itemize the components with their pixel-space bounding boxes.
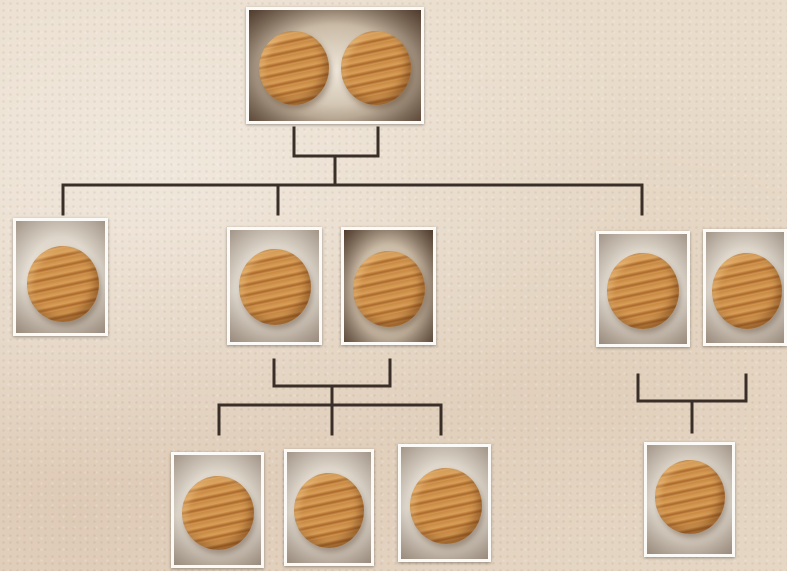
member-photo-gen2-4 xyxy=(596,231,690,347)
cookie-icon xyxy=(655,460,725,534)
cookie-icon xyxy=(182,476,254,550)
member-photo-gen3-1 xyxy=(171,452,264,568)
member-photo-gen3-3 xyxy=(398,444,491,562)
cookie-icon xyxy=(259,31,329,105)
connector-root-couple xyxy=(294,128,378,156)
connector-middle-couple xyxy=(274,360,390,386)
connector-right-couple xyxy=(638,375,746,401)
cookie-icon xyxy=(239,249,311,325)
member-photo-gen2-2 xyxy=(227,227,322,345)
cookie-icon xyxy=(27,246,99,322)
cookie-icon xyxy=(341,31,411,105)
member-photo-gen2-3 xyxy=(341,227,436,345)
member-photo-gen3-4 xyxy=(644,442,735,557)
cookie-icon xyxy=(607,253,679,329)
member-photo-gen3-2 xyxy=(284,449,374,566)
cookie-icon xyxy=(294,473,364,548)
cookie-icon xyxy=(353,251,425,327)
member-photo-gen2-1 xyxy=(13,218,108,336)
cookie-icon xyxy=(410,468,482,544)
member-photo-gen2-5 xyxy=(703,229,787,346)
cookie-icon xyxy=(712,253,782,329)
couple-photo-root xyxy=(246,7,424,124)
